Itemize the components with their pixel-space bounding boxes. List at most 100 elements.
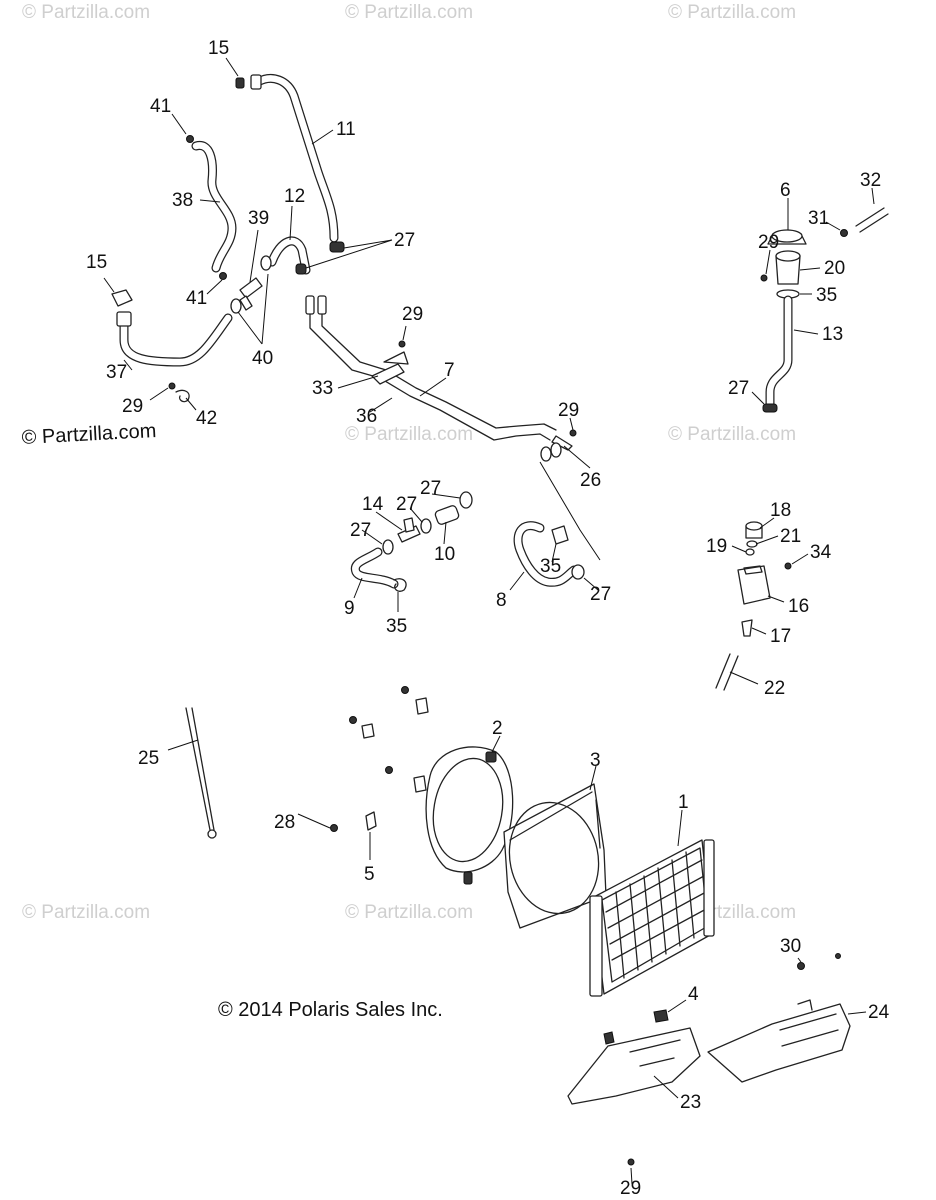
watermark: © Partzilla.com bbox=[668, 424, 796, 445]
callout-23: 23 bbox=[680, 1092, 701, 1113]
nut-31 bbox=[840, 229, 848, 237]
leader-lines bbox=[103, 57, 875, 1185]
callout-11: 11 bbox=[336, 119, 356, 140]
tube-end-a bbox=[540, 446, 552, 462]
callout-15: 15 bbox=[86, 252, 107, 273]
clamp-40b bbox=[230, 298, 242, 314]
clamp-41-top bbox=[186, 135, 194, 143]
callout-25: 25 bbox=[138, 748, 159, 769]
callout-27: 27 bbox=[420, 478, 441, 499]
callout-31: 31 bbox=[808, 208, 829, 229]
callout-34: 34 bbox=[810, 542, 832, 563]
callout-29: 29 bbox=[558, 400, 579, 421]
callout-12: 12 bbox=[284, 186, 305, 207]
hose-13 bbox=[765, 295, 793, 409]
callout-20: 20 bbox=[824, 258, 845, 279]
clamp-27g bbox=[762, 403, 778, 413]
clamp-15-left bbox=[111, 289, 133, 307]
callout-3: 3 bbox=[590, 750, 601, 771]
callout-27: 27 bbox=[396, 494, 417, 515]
screw-29-left bbox=[168, 382, 176, 390]
fitting-17 bbox=[741, 619, 753, 637]
watermark: © Partzilla.com bbox=[345, 424, 473, 445]
clamp-27d bbox=[420, 518, 432, 534]
callout-4: 4 bbox=[688, 984, 699, 1005]
nut-4 bbox=[653, 1009, 669, 1023]
screw-29-bottom bbox=[627, 1158, 635, 1166]
callout-29: 29 bbox=[620, 1178, 641, 1199]
polaris-copyright: © 2014 Polaris Sales Inc. bbox=[218, 999, 443, 1021]
hardware-group bbox=[330, 686, 429, 832]
bolt-30 bbox=[797, 962, 805, 970]
watermarks: © Partzilla.com © Partzilla.com © Partzi… bbox=[22, 2, 796, 923]
hose-8 bbox=[513, 521, 579, 587]
watermark: © Partzilla.com bbox=[345, 902, 473, 923]
screw-29-upper-right bbox=[760, 274, 768, 282]
overflow-hose-22 bbox=[715, 653, 739, 691]
callout-16: 16 bbox=[788, 596, 809, 617]
tube-32 bbox=[855, 207, 889, 233]
callout-41: 41 bbox=[150, 96, 171, 117]
fan-shroud-2 bbox=[425, 746, 514, 885]
callout-26: 26 bbox=[580, 470, 601, 491]
callout-41: 41 bbox=[186, 288, 207, 309]
callout-22: 22 bbox=[764, 678, 785, 699]
callout-7: 7 bbox=[444, 360, 455, 381]
clamp-27b bbox=[295, 263, 307, 275]
callout-10: 10 bbox=[434, 544, 455, 565]
callout-9: 9 bbox=[344, 598, 355, 619]
callout-35: 35 bbox=[816, 285, 837, 306]
bolt-28 bbox=[330, 824, 338, 832]
reservoir-16 bbox=[737, 565, 771, 605]
hose-37 bbox=[116, 311, 233, 367]
callout-2: 2 bbox=[492, 718, 503, 739]
callout-13: 13 bbox=[822, 324, 843, 345]
callout-17: 17 bbox=[770, 626, 791, 647]
callout-14: 14 bbox=[362, 494, 384, 515]
clamp-27a bbox=[329, 241, 345, 253]
callout-5: 5 bbox=[364, 864, 375, 885]
callout-36: 36 bbox=[356, 406, 377, 427]
callout-27: 27 bbox=[350, 520, 371, 541]
callout-35: 35 bbox=[386, 616, 407, 637]
callout-37: 37 bbox=[106, 362, 127, 383]
callout-29: 29 bbox=[758, 232, 779, 253]
callout-40: 40 bbox=[252, 348, 273, 369]
reservoir-cap-18 bbox=[745, 521, 763, 539]
clamp-15-top bbox=[235, 77, 245, 89]
assembly-line bbox=[539, 461, 601, 561]
clamp-35-mid bbox=[551, 525, 569, 545]
clamp-35-left bbox=[393, 578, 407, 592]
clamp-41-bottom bbox=[219, 272, 227, 280]
callout-21: 21 bbox=[780, 526, 801, 547]
hose-11 bbox=[250, 74, 339, 243]
clamp-40a bbox=[260, 255, 272, 271]
watermark: © Partzilla.com bbox=[22, 2, 150, 23]
screw-29-right bbox=[569, 429, 577, 437]
callout-labels: 15 41 11 38 12 39 27 15 41 40 37 29 42 2… bbox=[86, 38, 890, 1199]
callout-24: 24 bbox=[868, 1002, 890, 1023]
callout-29: 29 bbox=[402, 304, 423, 325]
tie-rod-25 bbox=[185, 707, 215, 831]
watermark: © Partzilla.com bbox=[345, 2, 473, 23]
callout-19: 19 bbox=[706, 536, 727, 557]
bracket-24 bbox=[707, 999, 851, 1083]
screw-29-mid bbox=[398, 340, 406, 348]
tee-fitting-14 bbox=[397, 517, 421, 543]
clamp-27f bbox=[571, 564, 585, 580]
callout-38: 38 bbox=[172, 190, 193, 211]
callout-8: 8 bbox=[496, 590, 507, 611]
callout-15: 15 bbox=[208, 38, 229, 59]
clamp-27e bbox=[382, 539, 394, 555]
callout-6: 6 bbox=[780, 180, 791, 201]
screw-34 bbox=[784, 562, 792, 570]
callout-29: 29 bbox=[122, 396, 143, 417]
callout-27: 27 bbox=[590, 584, 611, 605]
coolant-tube-7 bbox=[305, 295, 557, 441]
callout-27: 27 bbox=[394, 230, 415, 251]
callout-32: 32 bbox=[860, 170, 881, 191]
watermark: © Partzilla.com bbox=[22, 902, 150, 923]
hose-12 bbox=[267, 236, 311, 275]
